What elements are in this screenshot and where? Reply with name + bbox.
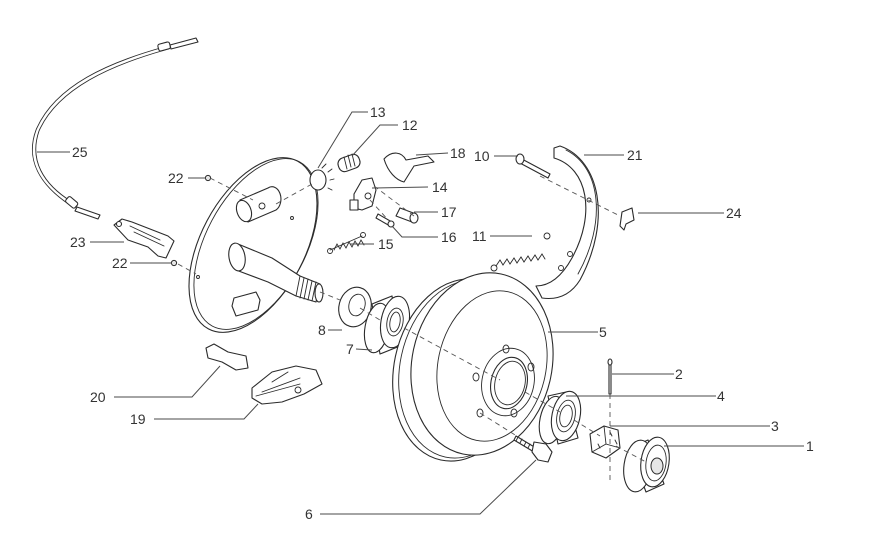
expander-lever bbox=[349, 177, 377, 211]
callout-labels: 1 2 3 4 5 6 7 8 10 11 12 13 14 15 16 17 … bbox=[70, 104, 814, 522]
callout-2[interactable]: 2 bbox=[675, 366, 683, 382]
callout-4[interactable]: 4 bbox=[717, 388, 725, 404]
brake-drum bbox=[392, 272, 554, 462]
leader-19 bbox=[154, 403, 259, 420]
callout-22a[interactable]: 22 bbox=[168, 170, 184, 186]
pivot-pin bbox=[395, 207, 419, 224]
adjuster-screw bbox=[337, 153, 361, 173]
lever-clip bbox=[383, 152, 435, 183]
leader-13 bbox=[317, 111, 368, 169]
callout-7[interactable]: 7 bbox=[346, 341, 354, 357]
callout-23[interactable]: 23 bbox=[70, 234, 86, 250]
callout-24[interactable]: 24 bbox=[726, 205, 742, 221]
cable-bracket bbox=[113, 218, 175, 259]
shoe-pin bbox=[515, 153, 551, 179]
callout-18[interactable]: 18 bbox=[450, 145, 466, 161]
brake-shoe bbox=[535, 145, 599, 300]
wheel-bolt bbox=[513, 435, 553, 463]
split-pin bbox=[607, 358, 613, 395]
backing-plate bbox=[188, 157, 324, 333]
leader-lines bbox=[37, 111, 804, 515]
expander-wedge bbox=[205, 343, 249, 371]
callout-19[interactable]: 19 bbox=[130, 411, 146, 427]
callout-12[interactable]: 12 bbox=[402, 117, 418, 133]
callout-5[interactable]: 5 bbox=[599, 324, 607, 340]
lever-pin bbox=[375, 213, 395, 228]
callout-20[interactable]: 20 bbox=[90, 389, 106, 405]
shoe-retainer-clip bbox=[619, 207, 635, 231]
brake-cable bbox=[31, 37, 199, 220]
callout-14[interactable]: 14 bbox=[432, 179, 448, 195]
outer-bearing bbox=[538, 390, 582, 445]
castle-nut bbox=[589, 425, 621, 459]
callout-8[interactable]: 8 bbox=[318, 322, 326, 338]
leader-16 bbox=[391, 225, 438, 238]
leader-7 bbox=[355, 348, 373, 351]
hub-cap bbox=[623, 436, 670, 493]
leader-14 bbox=[371, 186, 429, 189]
adjuster-wheel bbox=[309, 163, 335, 191]
nut-lower bbox=[170, 259, 178, 267]
callout-6[interactable]: 6 bbox=[305, 506, 313, 522]
nut-upper bbox=[204, 174, 212, 182]
callout-3[interactable]: 3 bbox=[771, 418, 779, 434]
callout-21[interactable]: 21 bbox=[627, 147, 643, 163]
callout-11[interactable]: 11 bbox=[472, 228, 487, 244]
shoe-return-spring bbox=[490, 232, 551, 272]
adjuster-spring bbox=[327, 232, 366, 254]
callout-10[interactable]: 10 bbox=[474, 148, 490, 164]
leader-18 bbox=[415, 152, 449, 156]
callout-16[interactable]: 16 bbox=[441, 229, 457, 245]
leader-20 bbox=[114, 365, 221, 398]
callout-15[interactable]: 15 bbox=[378, 236, 394, 252]
leader-6 bbox=[320, 459, 537, 515]
callout-13[interactable]: 13 bbox=[370, 104, 386, 120]
callout-22b[interactable]: 22 bbox=[112, 255, 128, 271]
leader-12 bbox=[351, 124, 398, 157]
expander-assembly bbox=[251, 365, 323, 405]
callout-17[interactable]: 17 bbox=[441, 204, 457, 220]
callout-1[interactable]: 1 bbox=[806, 438, 814, 454]
assembly-axes bbox=[177, 175, 647, 480]
callout-25[interactable]: 25 bbox=[72, 144, 88, 160]
